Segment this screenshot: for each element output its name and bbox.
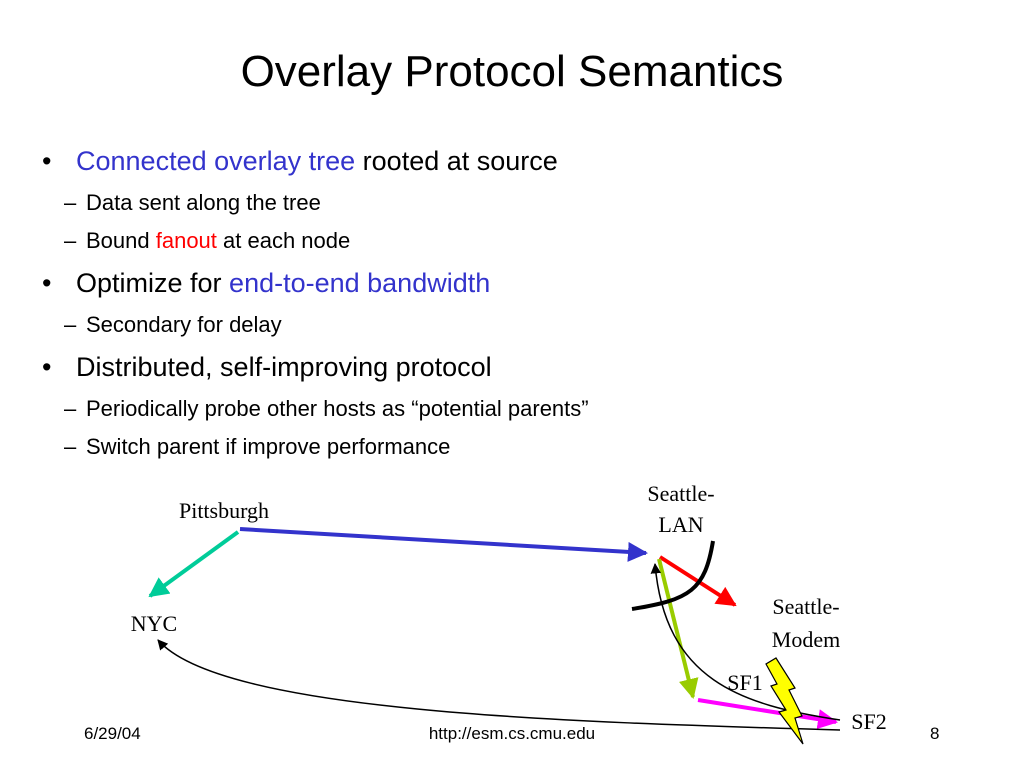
node-label-pittsburgh: Pittsburgh <box>179 498 269 523</box>
node-label-seattle-lan-line2: LAN <box>658 512 703 537</box>
sub-bullet-item: – Data sent along the tree <box>42 184 982 222</box>
sub-bullet-list: – Secondary for delay <box>42 306 982 344</box>
sub-bullet-text: Secondary for delay <box>86 312 282 337</box>
sub-bullet-marker: – <box>64 312 77 337</box>
fanout-boundary-curve <box>631 540 715 611</box>
sub-bullet-text: Periodically probe other hosts as “poten… <box>86 396 589 421</box>
sub-bullet-item: – Switch parent if improve performance <box>42 428 982 466</box>
sub-bullet-text: at each node <box>216 228 351 253</box>
bullet-item: • Connected overlay tree rooted at sourc… <box>42 142 982 180</box>
footer-page-number: 8 <box>930 724 940 743</box>
bullet-list: • Connected overlay tree rooted at sourc… <box>42 142 982 470</box>
sub-bullet-text: Switch parent if improve performance <box>86 434 451 459</box>
edge-seattle-lan-sf1 <box>657 558 699 699</box>
sub-bullet-text: Bound <box>86 228 156 253</box>
bullet-marker: • <box>42 146 52 176</box>
sub-list-wrapper: – Data sent along the tree – Bound fanou… <box>42 184 982 260</box>
sub-bullet-list: – Data sent along the tree – Bound fanou… <box>42 184 982 260</box>
bullet-marker: • <box>42 352 52 382</box>
bullet-item: • Optimize for end-to-end bandwidth <box>42 264 982 302</box>
sub-bullet-marker: – <box>64 228 77 253</box>
probe-curve-sf2-seattle-lan <box>650 562 841 721</box>
node-label-seattle-modem-line1: Seattle- <box>772 594 839 619</box>
bullet-text: Distributed, self-improving protocol <box>76 352 492 382</box>
sub-bullet-text: Data sent along the tree <box>86 190 321 215</box>
edge-pittsburgh-nyc <box>148 530 240 598</box>
edge-seattle-lan-seattle-modem <box>658 555 737 607</box>
sub-list-wrapper: – Periodically probe other hosts as “pot… <box>42 390 982 466</box>
sub-bullet-list: – Periodically probe other hosts as “pot… <box>42 390 982 466</box>
sub-bullet-marker: – <box>64 190 77 215</box>
footer-url: http://esm.cs.cmu.edu <box>428 724 596 743</box>
edge-sf1-sf2 <box>697 698 838 730</box>
probe-curve-sf2-nyc <box>157 639 841 731</box>
bullet-marker: • <box>42 268 52 298</box>
bullet-item: • Distributed, self-improving protocol <box>42 348 982 386</box>
sub-bullet-item: – Periodically probe other hosts as “pot… <box>42 390 982 428</box>
node-label-seattle-modem-line2: Modem <box>772 627 840 652</box>
sub-bullet-item: – Secondary for delay <box>42 306 982 344</box>
sub-bullet-marker: – <box>64 434 77 459</box>
node-label-nyc: NYC <box>131 611 177 636</box>
fanout-highlight: fanout <box>155 228 217 253</box>
node-label-sf1: SF1 <box>727 670 762 695</box>
slide-title: Overlay Protocol Semantics <box>240 47 784 96</box>
sub-bullet-marker: – <box>64 396 77 421</box>
footer-date: 6/29/04 <box>84 724 141 743</box>
bullet-text: Optimize for <box>76 268 230 298</box>
sub-bullet-item: – Bound fanout at each node <box>42 222 982 260</box>
node-label-seattle-lan-line1: Seattle- <box>647 481 714 506</box>
edge-pittsburgh-seattle-lan <box>239 527 648 562</box>
bullet-highlight: Connected overlay tree <box>76 146 356 176</box>
bullet-text: rooted at source <box>355 146 558 176</box>
sub-list-wrapper: – Secondary for delay <box>42 306 982 344</box>
bullet-highlight: end-to-end bandwidth <box>229 268 491 298</box>
